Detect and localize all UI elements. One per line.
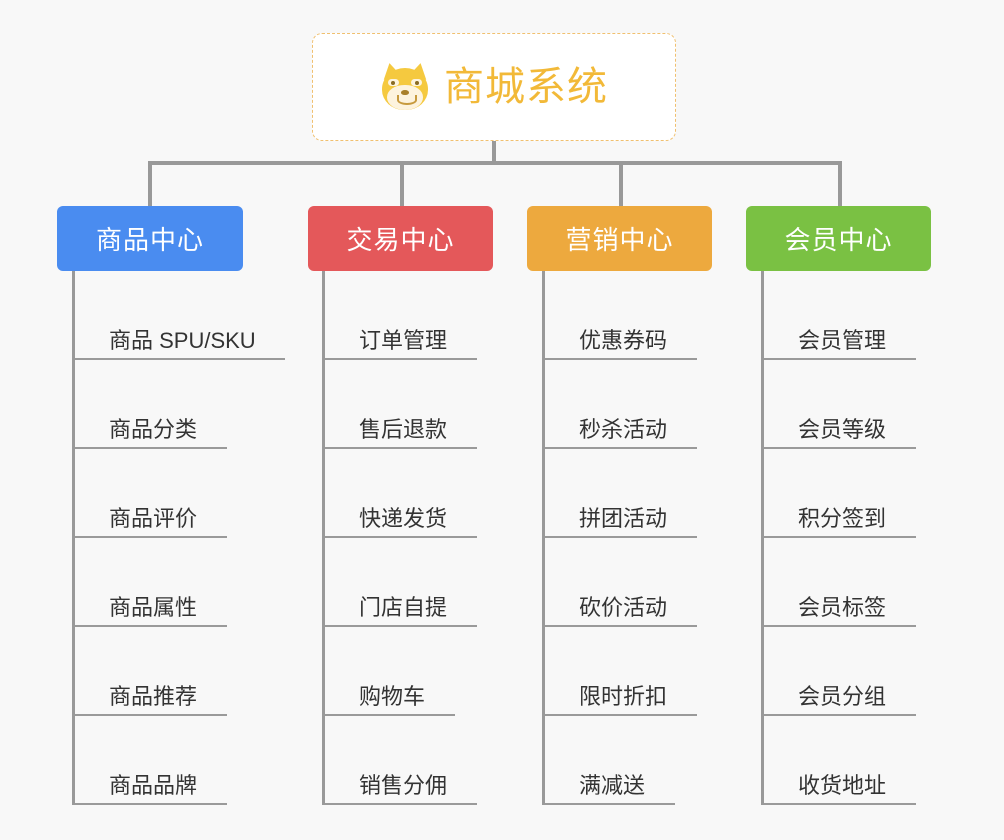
leaf-item[interactable]: 拼团活动 <box>545 449 697 538</box>
leaf-item[interactable]: 商品分类 <box>75 360 227 449</box>
leaf-item-label: 秒杀活动 <box>579 417 668 442</box>
leaf-item[interactable]: 商品评价 <box>75 449 227 538</box>
leaf-rail <box>542 271 545 805</box>
leaf-item-label: 商品分类 <box>109 417 198 442</box>
leaf-item-underline <box>75 447 227 449</box>
leaf-item-label: 购物车 <box>359 684 426 709</box>
root-node-content: 商城系统 <box>380 61 608 112</box>
leaf-item[interactable]: 会员等级 <box>764 360 916 449</box>
leaf-rail <box>72 271 75 805</box>
category-box-4[interactable]: 会员中心 <box>746 206 931 271</box>
leaf-item-underline <box>764 803 916 805</box>
category-label: 营销中心 <box>565 225 674 255</box>
leaf-item[interactable]: 售后退款 <box>325 360 477 449</box>
leaf-item[interactable]: 商品品牌 <box>75 716 227 805</box>
leaf-item-label: 商品 SPU/SKU <box>109 328 256 353</box>
leaf-item-underline <box>75 358 285 360</box>
leaf-item-label: 优惠券码 <box>579 328 668 353</box>
leaf-item-underline <box>545 803 675 805</box>
leaf-item[interactable]: 积分签到 <box>764 449 916 538</box>
leaf-item[interactable]: 限时折扣 <box>545 627 697 716</box>
leaf-rail <box>322 271 325 805</box>
leaf-item-label: 会员等级 <box>798 417 887 442</box>
leaf-item-underline <box>325 358 477 360</box>
leaf-item[interactable]: 会员管理 <box>764 271 916 360</box>
leaf-item-label: 门店自提 <box>359 595 448 620</box>
category-box-2[interactable]: 交易中心 <box>308 206 493 271</box>
leaf-item[interactable]: 门店自提 <box>325 538 477 627</box>
leaf-item-underline <box>325 447 477 449</box>
leaf-item-label: 会员管理 <box>798 328 887 353</box>
leaf-item[interactable]: 销售分佣 <box>325 716 477 805</box>
leaf-item-underline <box>764 358 916 360</box>
root-node-title: 商城系统 <box>444 65 608 109</box>
leaf-item-label: 快递发货 <box>359 506 448 531</box>
leaf-item-label: 商品品牌 <box>109 773 198 798</box>
leaf-item-label: 商品评价 <box>109 506 198 531</box>
leaf-item[interactable]: 满减送 <box>545 716 675 805</box>
leaf-item-underline <box>75 803 227 805</box>
connector-drop-4 <box>838 161 842 208</box>
leaf-item-underline <box>75 536 227 538</box>
leaf-item-underline <box>75 625 227 627</box>
connector-root-stem <box>492 141 496 165</box>
leaf-item[interactable]: 砍价活动 <box>545 538 697 627</box>
leaf-item-underline <box>325 714 455 716</box>
leaf-item-underline <box>545 714 697 716</box>
category-box-1[interactable]: 商品中心 <box>57 206 243 271</box>
category-box-3[interactable]: 营销中心 <box>527 206 712 271</box>
leaf-item-label: 会员分组 <box>798 684 887 709</box>
leaf-item[interactable]: 订单管理 <box>325 271 477 360</box>
leaf-item-label: 砍价活动 <box>579 595 668 620</box>
category-label: 交易中心 <box>346 225 455 255</box>
leaf-item[interactable]: 商品属性 <box>75 538 227 627</box>
leaf-item-label: 满减送 <box>579 773 646 798</box>
leaf-item-underline <box>75 714 227 716</box>
category-label: 会员中心 <box>784 225 893 255</box>
leaf-item[interactable]: 会员标签 <box>764 538 916 627</box>
leaf-item[interactable]: 秒杀活动 <box>545 360 697 449</box>
leaf-item-underline <box>325 803 477 805</box>
leaf-item[interactable]: 购物车 <box>325 627 455 716</box>
shiba-inu-dog-icon <box>380 61 430 112</box>
leaf-item[interactable]: 会员分组 <box>764 627 916 716</box>
leaf-item-underline <box>764 714 916 716</box>
leaf-item-label: 收货地址 <box>798 773 887 798</box>
leaf-item-label: 拼团活动 <box>579 506 668 531</box>
connector-drop-1 <box>148 161 152 208</box>
leaf-item-label: 订单管理 <box>359 328 448 353</box>
leaf-item-underline <box>545 358 697 360</box>
leaf-item[interactable]: 商品推荐 <box>75 627 227 716</box>
leaf-item[interactable]: 优惠券码 <box>545 271 697 360</box>
leaf-item[interactable]: 商品 SPU/SKU <box>75 271 285 360</box>
leaf-item[interactable]: 快递发货 <box>325 449 477 538</box>
leaf-item-underline <box>545 625 697 627</box>
category-label: 商品中心 <box>95 225 204 255</box>
leaf-item-label: 会员标签 <box>798 595 887 620</box>
leaf-item-label: 积分签到 <box>798 506 887 531</box>
leaf-item-label: 商品属性 <box>109 595 198 620</box>
connector-drop-3 <box>619 161 623 208</box>
leaf-rail <box>761 271 764 805</box>
connector-horizontal-bus <box>150 161 842 165</box>
leaf-item-label: 限时折扣 <box>579 684 668 709</box>
leaf-item-underline <box>545 447 697 449</box>
leaf-item-label: 销售分佣 <box>359 773 448 798</box>
leaf-item-label: 售后退款 <box>359 417 448 442</box>
leaf-item-underline <box>764 447 916 449</box>
leaf-item-underline <box>545 536 697 538</box>
leaf-item-underline <box>325 625 477 627</box>
root-node-mall-system[interactable]: 商城系统 <box>312 33 676 141</box>
leaf-item-underline <box>325 536 477 538</box>
connector-drop-2 <box>400 161 404 208</box>
leaf-item-underline <box>764 625 916 627</box>
leaf-item-underline <box>764 536 916 538</box>
leaf-item-label: 商品推荐 <box>109 684 198 709</box>
leaf-item[interactable]: 收货地址 <box>764 716 916 805</box>
